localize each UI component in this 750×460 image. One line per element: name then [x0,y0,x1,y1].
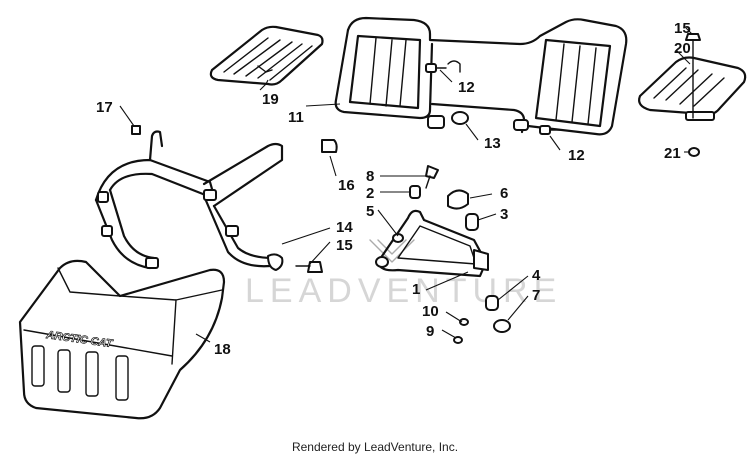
part-15-bolt-lower [295,261,323,273]
part-10-washer [459,318,469,326]
leader-lines [119,27,693,343]
part-19-step-rack [209,25,324,86]
part-16-cap [321,139,338,153]
callout-17: 17 [96,99,113,116]
callout-7: 7 [532,287,540,304]
part-15-bolt-upper [685,33,701,119]
callout-5: 5 [366,203,374,220]
callout-9: 9 [426,323,434,340]
part-8-bolt [425,165,439,189]
part-12-bolt-lower [539,125,561,135]
part-6-cap [447,189,469,210]
callout-11: 11 [288,109,304,126]
part-9-nut [453,336,463,344]
front-bumper-tube [94,130,284,270]
callout-13: 13 [484,135,501,152]
part-3-bushing [465,213,479,231]
part-20-small-rack [638,56,747,121]
part-21-nut [688,147,700,157]
part-4-bushing [485,295,499,311]
callout-14: 14 [336,219,353,236]
part-5-nut [392,233,404,243]
watermark-logo [369,239,415,263]
callout-20: 20 [674,40,691,57]
callout-1: 1 [412,281,420,298]
callout-16: 16 [338,177,355,194]
part-17-bolt [131,125,141,135]
footer-credit: Rendered by LeadVenture, Inc. [291,440,459,454]
part-14-tube-end [267,253,284,271]
watermark-text: LEADVENTURE [245,272,562,310]
part-1-a-arm [375,209,489,278]
callout-6: 6 [500,185,508,202]
bumper-brand-label: ARCTIC CAT [45,329,115,350]
part-7-cap [493,319,511,333]
callout-15-upper: 15 [674,20,691,37]
callout-12-upper: 12 [458,79,475,96]
callout-2: 2 [366,185,374,202]
callout-labels: 17 19 11 12 13 12 15 20 21 16 14 15 18 8… [96,20,691,358]
callout-3: 3 [500,206,508,223]
callout-8: 8 [366,168,374,185]
callout-10: 10 [422,303,439,320]
callout-15-lower: 15 [336,237,353,254]
callout-19: 19 [262,91,279,108]
part-12-bolt-upper [425,63,447,73]
callout-18: 18 [214,341,231,358]
part-11-rear-rack [334,16,628,136]
part-13-cap [451,111,469,125]
part-18-front-bumper: ARCTIC CAT [18,259,226,420]
callout-21: 21 [664,145,681,162]
callout-12-lower: 12 [568,147,585,164]
callout-4: 4 [532,267,541,284]
part-2-bushing [409,185,421,199]
